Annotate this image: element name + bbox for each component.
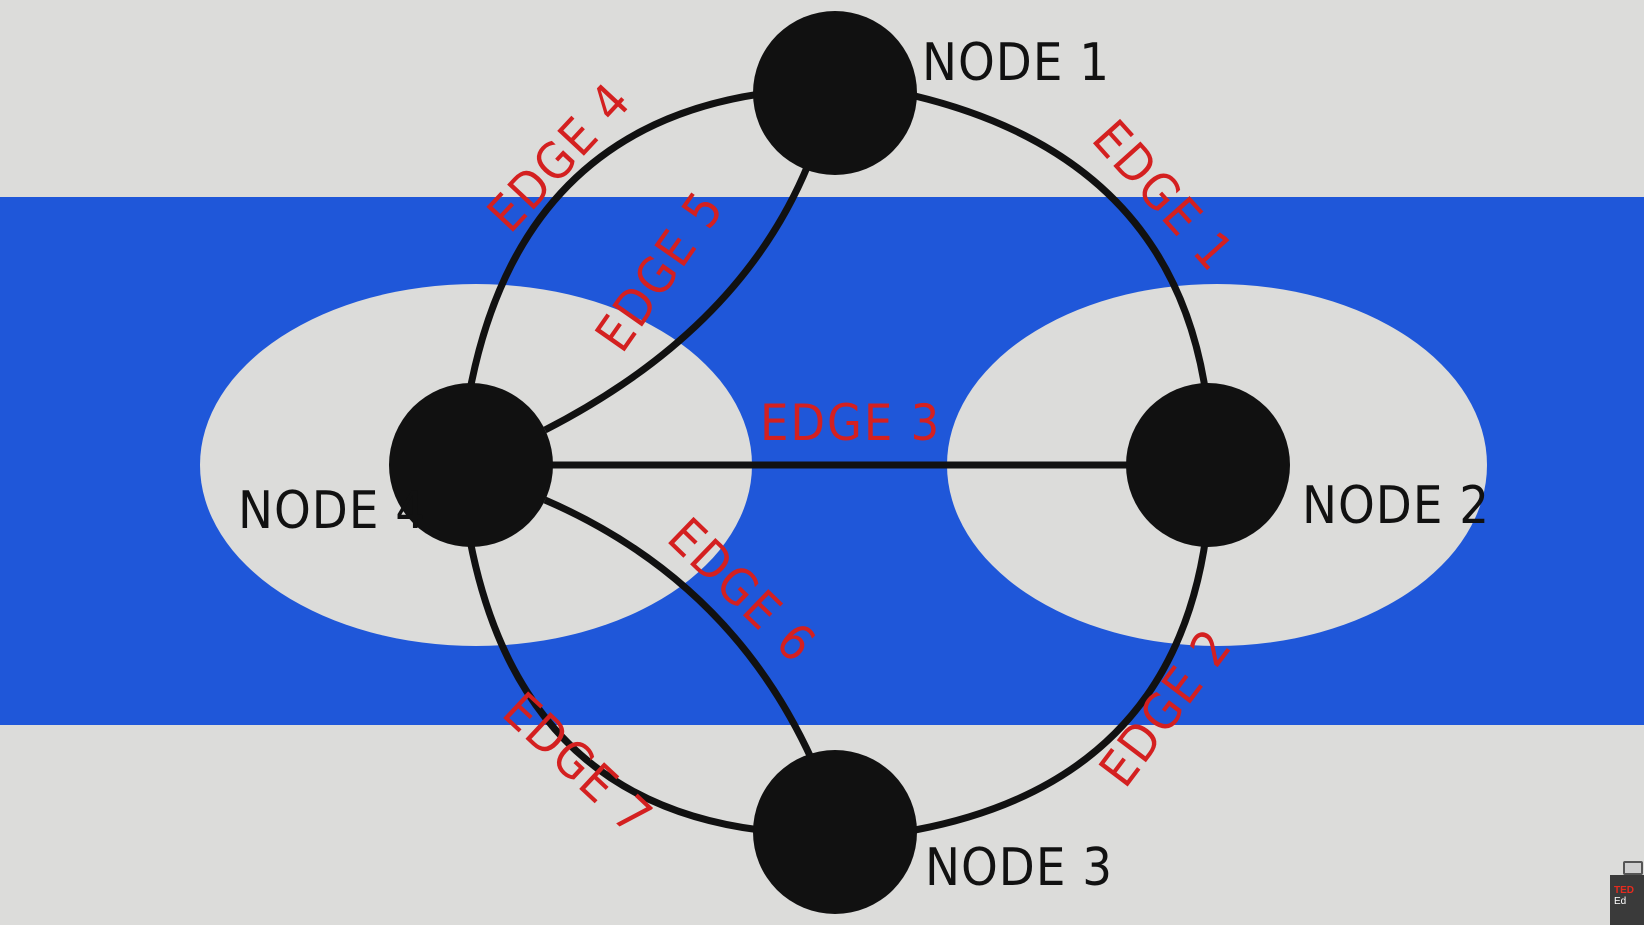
edge-4-line <box>466 90 761 391</box>
logo-line-1: TED <box>1614 885 1634 896</box>
node-4-label: NODE 4 <box>238 481 426 541</box>
node-3-circle <box>753 750 917 914</box>
node-2-circle <box>1126 383 1290 547</box>
edge-6-line <box>543 496 816 762</box>
node-4-circle <box>389 383 553 547</box>
ted-ed-logo: TED Ed <box>1610 875 1644 925</box>
logo-line-2: Ed <box>1614 896 1627 907</box>
edge-3-label: EDGE 3 <box>760 394 941 452</box>
node-2-label: NODE 2 <box>1302 476 1490 536</box>
node-3-label: NODE 3 <box>925 838 1113 898</box>
edge-2-line <box>914 519 1212 834</box>
node-1-circle <box>753 11 917 175</box>
logo-frame-icon <box>1623 861 1643 875</box>
edge-7-line <box>466 539 761 834</box>
node-1-label: NODE 1 <box>922 33 1110 93</box>
edge-5-line <box>543 163 812 434</box>
edge-1-line <box>914 92 1212 411</box>
